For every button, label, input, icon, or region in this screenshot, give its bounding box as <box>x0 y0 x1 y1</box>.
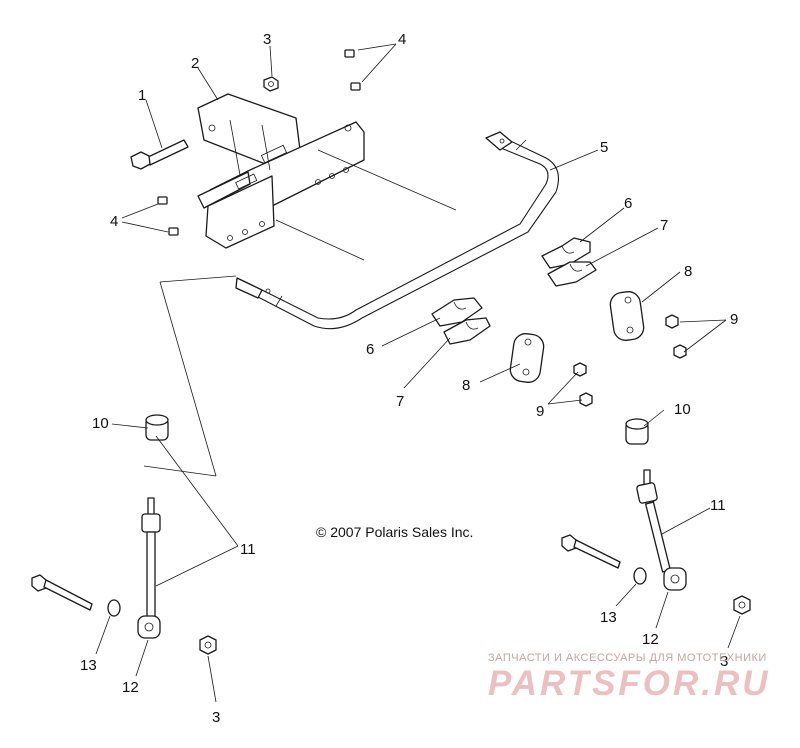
callout-8-right: 8 <box>684 263 692 280</box>
watermark-logo: PARTSFOR.RU <box>488 664 771 703</box>
callout-12-right: 12 <box>642 631 659 648</box>
callout-8-left: 8 <box>462 377 470 394</box>
part-6-clamp-right <box>541 237 591 269</box>
callout-7-right: 7 <box>660 217 668 234</box>
callout-7-left: 7 <box>396 393 404 410</box>
callout-10-left: 10 <box>92 415 109 432</box>
part-4-screws-top <box>344 49 361 91</box>
part-13-bolt-right <box>561 534 647 585</box>
watermark-tagline: ЗАПЧАСТИ И АКСЕССУАРЫ ДЛЯ МОТОТЕХНИКИ <box>488 652 767 664</box>
part-3-nut-right <box>733 595 751 615</box>
part-13-bolt-left <box>31 574 121 617</box>
callout-9-left: 9 <box>536 403 544 420</box>
part-12-eye-right <box>663 567 687 591</box>
part-7-clamp-left <box>443 317 491 345</box>
copyright-text: © 2007 Polaris Sales Inc. <box>316 524 474 540</box>
part-8-plate-right <box>609 291 645 341</box>
callout-2: 2 <box>191 55 199 72</box>
callout-13-right: 13 <box>600 609 617 626</box>
part-5-stabilizer-bar <box>235 131 559 330</box>
part-3-nut-top <box>263 76 279 92</box>
callout-labels: 1 2 3 4 4 5 6 6 7 7 8 8 9 9 10 10 11 11 … <box>80 31 738 726</box>
part-2-bracket <box>197 93 365 249</box>
callout-6-right: 6 <box>624 195 632 212</box>
callout-6-left: 6 <box>366 341 374 358</box>
part-10-bushing-left <box>145 414 169 441</box>
part-6-clamp-left <box>431 297 483 327</box>
callout-4-top: 4 <box>398 31 406 48</box>
callout-11-right: 11 <box>710 497 726 514</box>
part-8-plate-left <box>509 333 545 383</box>
callout-5: 5 <box>600 139 608 156</box>
leader-lines <box>95 43 741 703</box>
callout-3-right: 3 <box>720 653 728 670</box>
callout-4-left: 4 <box>110 213 118 230</box>
callout-9-right: 9 <box>730 311 738 328</box>
callout-12-left: 12 <box>122 679 139 696</box>
part-1-bolt <box>130 139 189 170</box>
callout-1: 1 <box>138 87 146 104</box>
part-12-eye-left <box>137 615 161 639</box>
callout-10-right: 10 <box>674 401 691 418</box>
part-10-bushing-right <box>625 418 649 445</box>
callout-13-left: 13 <box>80 657 97 674</box>
callout-3-top: 3 <box>263 31 271 48</box>
part-7-clamp-right <box>547 261 597 287</box>
callout-11-left: 11 <box>240 541 256 558</box>
part-4-screws-left <box>157 196 179 236</box>
part-11-link-right <box>636 469 671 573</box>
callout-3-left: 3 <box>212 709 220 726</box>
part-11-link-left <box>141 497 161 621</box>
part-3-nut-left <box>199 635 217 655</box>
